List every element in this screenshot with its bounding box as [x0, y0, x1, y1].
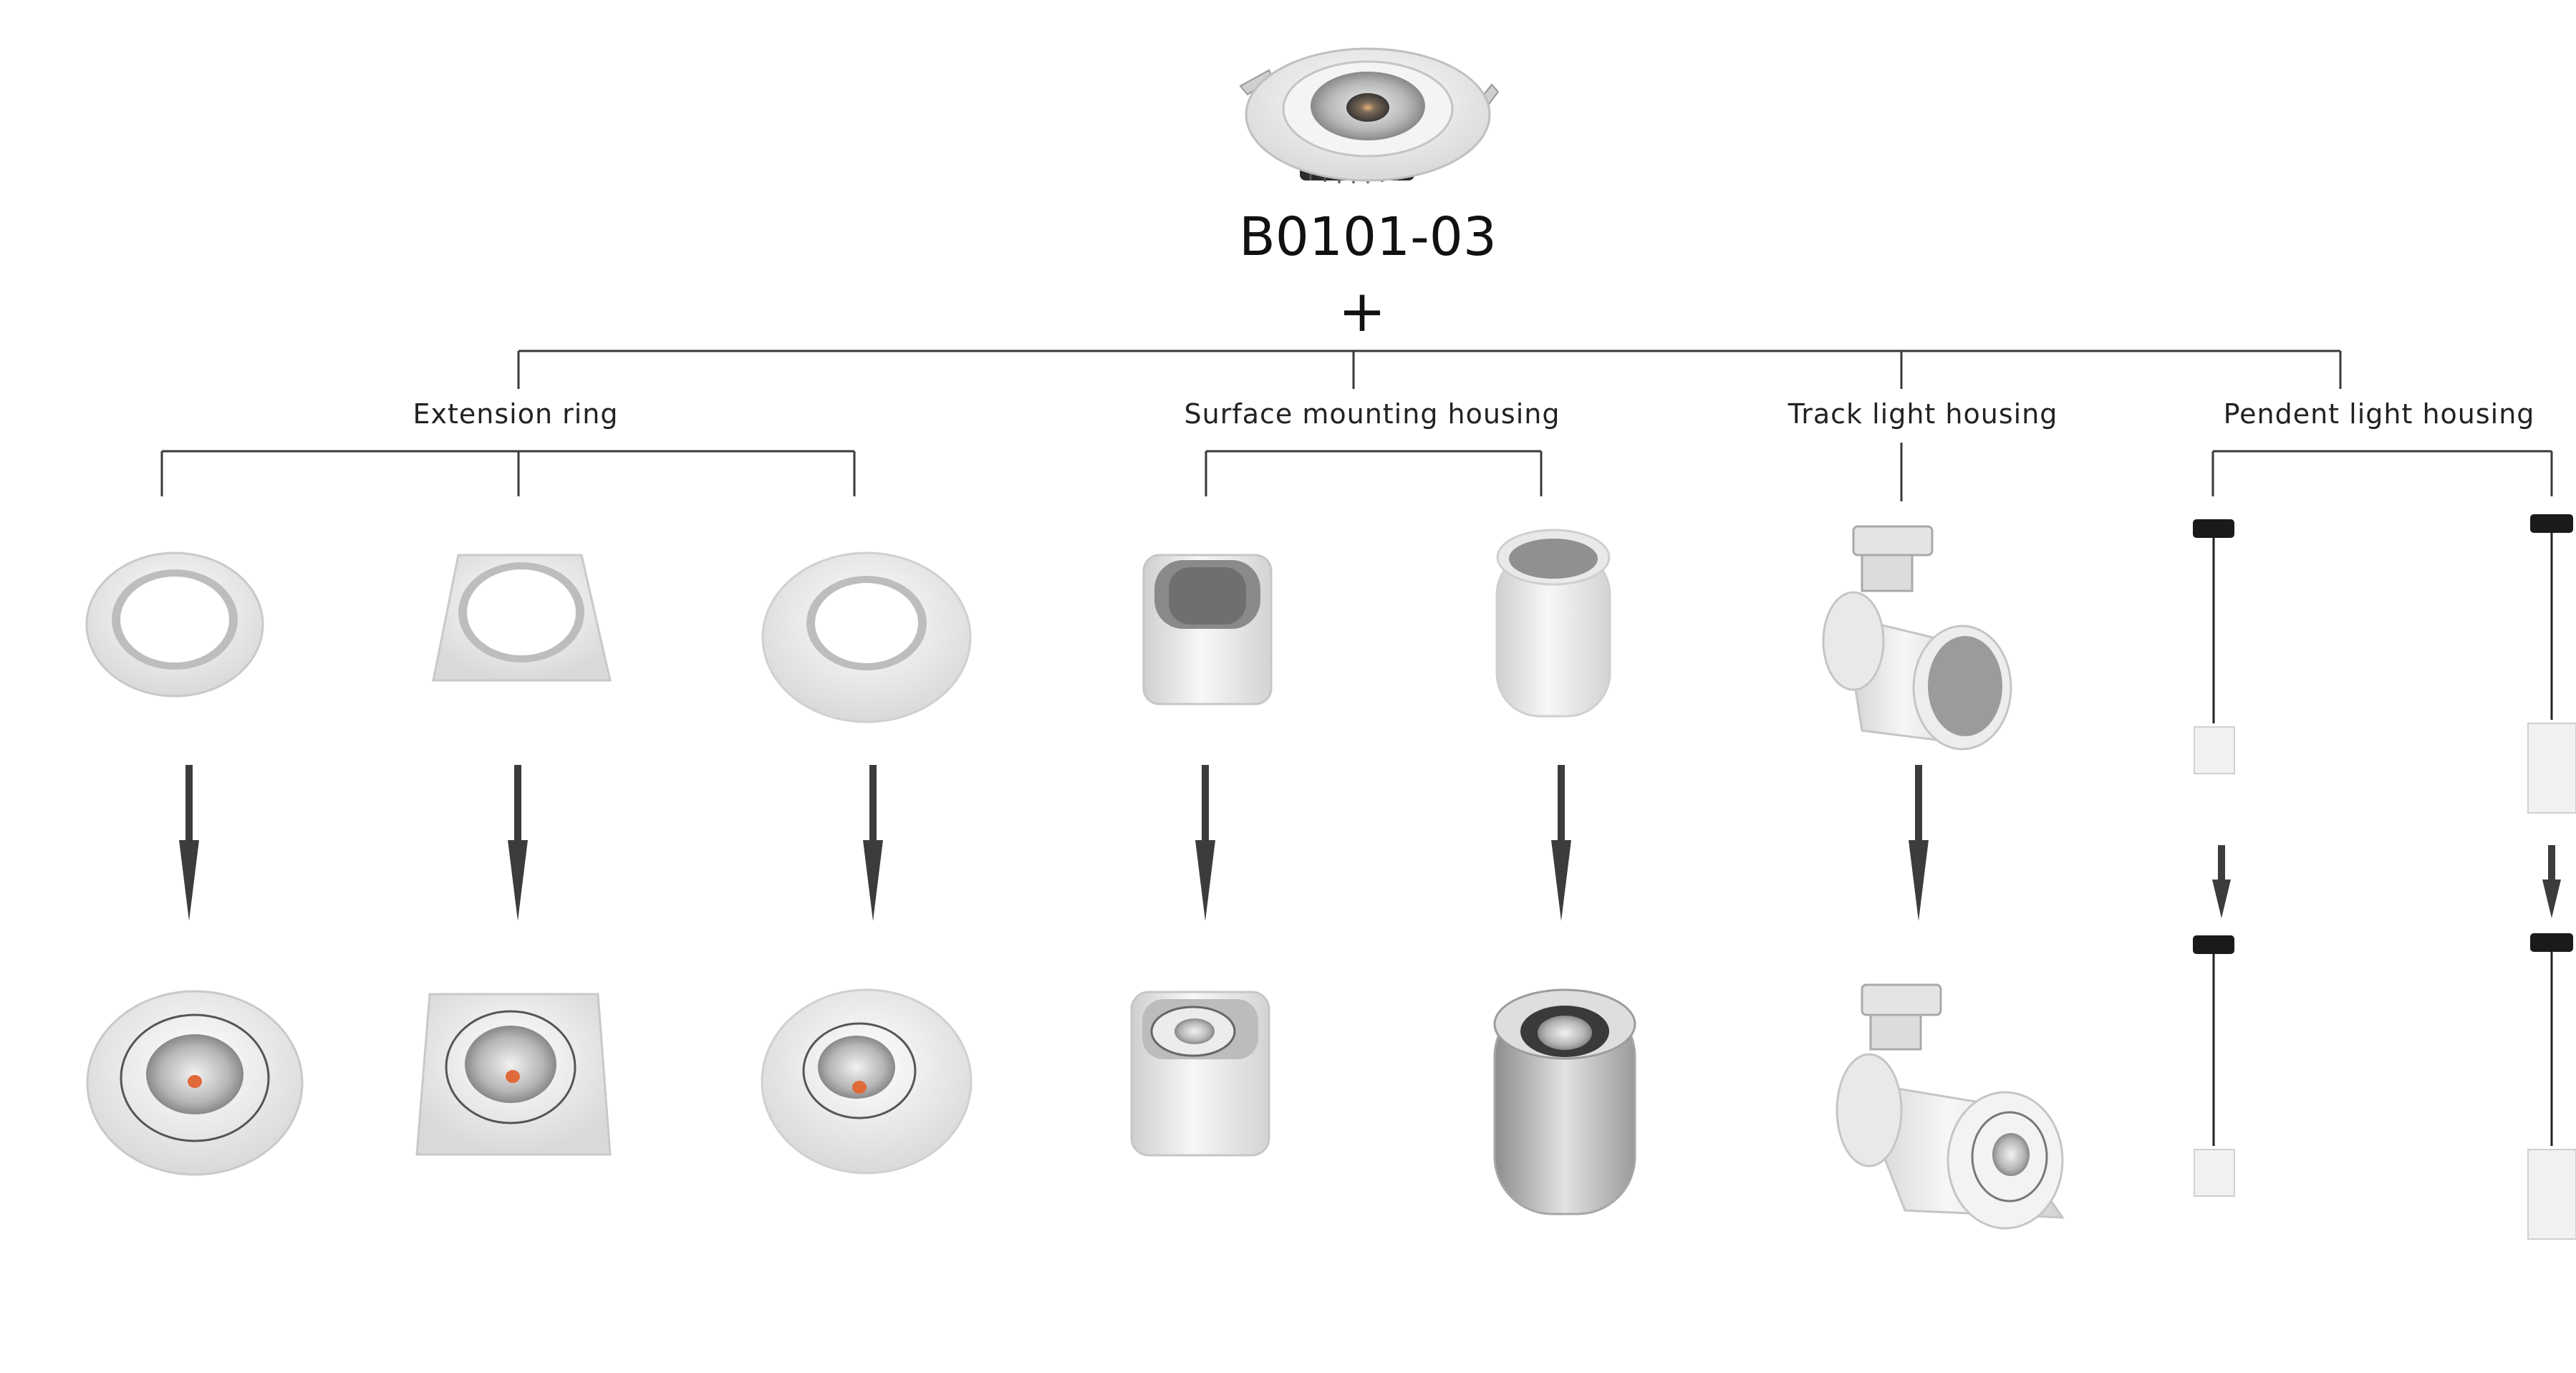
assembled-round-ring-image [86, 990, 304, 1176]
square-surface-housing-image [1142, 554, 1273, 705]
model-title: B0101-03 [1239, 206, 1497, 268]
square-extension-ring-image [432, 554, 612, 682]
round-surface-housing-image [1495, 529, 1611, 718]
plus-sign: + [1338, 278, 1386, 345]
arrows [179, 765, 2561, 921]
assembled-large-ring-image [761, 988, 973, 1175]
category-label-pendent-light-housing: Pendent light housing [2223, 398, 2535, 430]
assembled-square-surface-image [1130, 991, 1270, 1157]
long-pendant-housing-image [2527, 514, 2576, 814]
downlight-product-image [1239, 47, 1500, 183]
category-label-track-light-housing: Track light housing [1788, 398, 2058, 430]
assembled-track-light-image [1835, 983, 2065, 1230]
large-round-extension-ring-image [761, 551, 972, 723]
short-pendant-housing-image [2193, 519, 2235, 774]
category-label-surface-mounting-housing: Surface mounting housing [1184, 398, 1560, 430]
assembled-long-pendant-image [2527, 933, 2576, 1240]
assembled-square-ring-image [415, 993, 612, 1156]
category-label-extension-ring: Extension ring [413, 398, 619, 430]
assembled-short-pendant-image [2193, 935, 2235, 1197]
track-light-housing-image [1822, 525, 2012, 751]
connector-lines [160, 350, 2553, 501]
round-extension-ring-image [85, 551, 264, 698]
assembled-round-surface-image [1493, 988, 1636, 1215]
